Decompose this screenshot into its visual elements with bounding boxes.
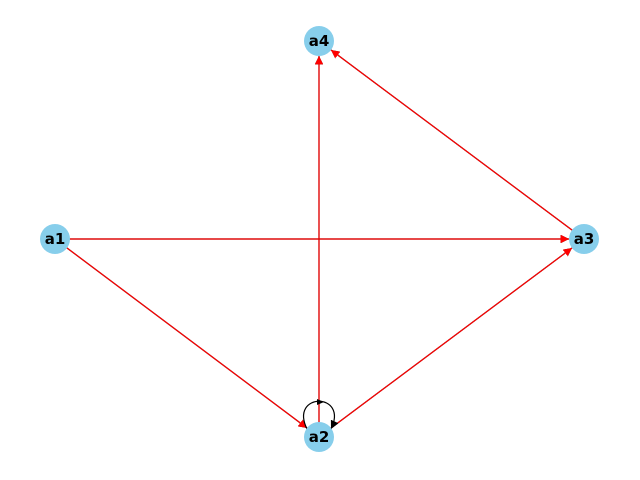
node-label-a1: a1 bbox=[45, 230, 66, 248]
node-a3: a3 bbox=[569, 224, 599, 254]
node-circle-a3 bbox=[569, 224, 599, 254]
node-a2: a2 bbox=[304, 422, 334, 452]
edge-a3-a4-red bbox=[330, 49, 585, 240]
edge-a2-a3-red bbox=[318, 247, 573, 438]
node-circle-a4 bbox=[304, 26, 334, 56]
node-circle-a1 bbox=[40, 224, 70, 254]
edge-a2-a2-arrowhead bbox=[317, 399, 324, 405]
node-a4: a4 bbox=[304, 26, 334, 56]
edges-layer bbox=[54, 49, 585, 438]
nodes-layer: a1 a2 a3 a4 bbox=[40, 26, 599, 452]
node-a1: a1 bbox=[40, 224, 70, 254]
node-label-a4: a4 bbox=[309, 32, 330, 50]
node-circle-a2 bbox=[304, 422, 334, 452]
node-label-a3: a3 bbox=[574, 230, 595, 248]
node-label-a2: a2 bbox=[309, 428, 330, 446]
edge-a1-a2-red bbox=[54, 238, 308, 429]
